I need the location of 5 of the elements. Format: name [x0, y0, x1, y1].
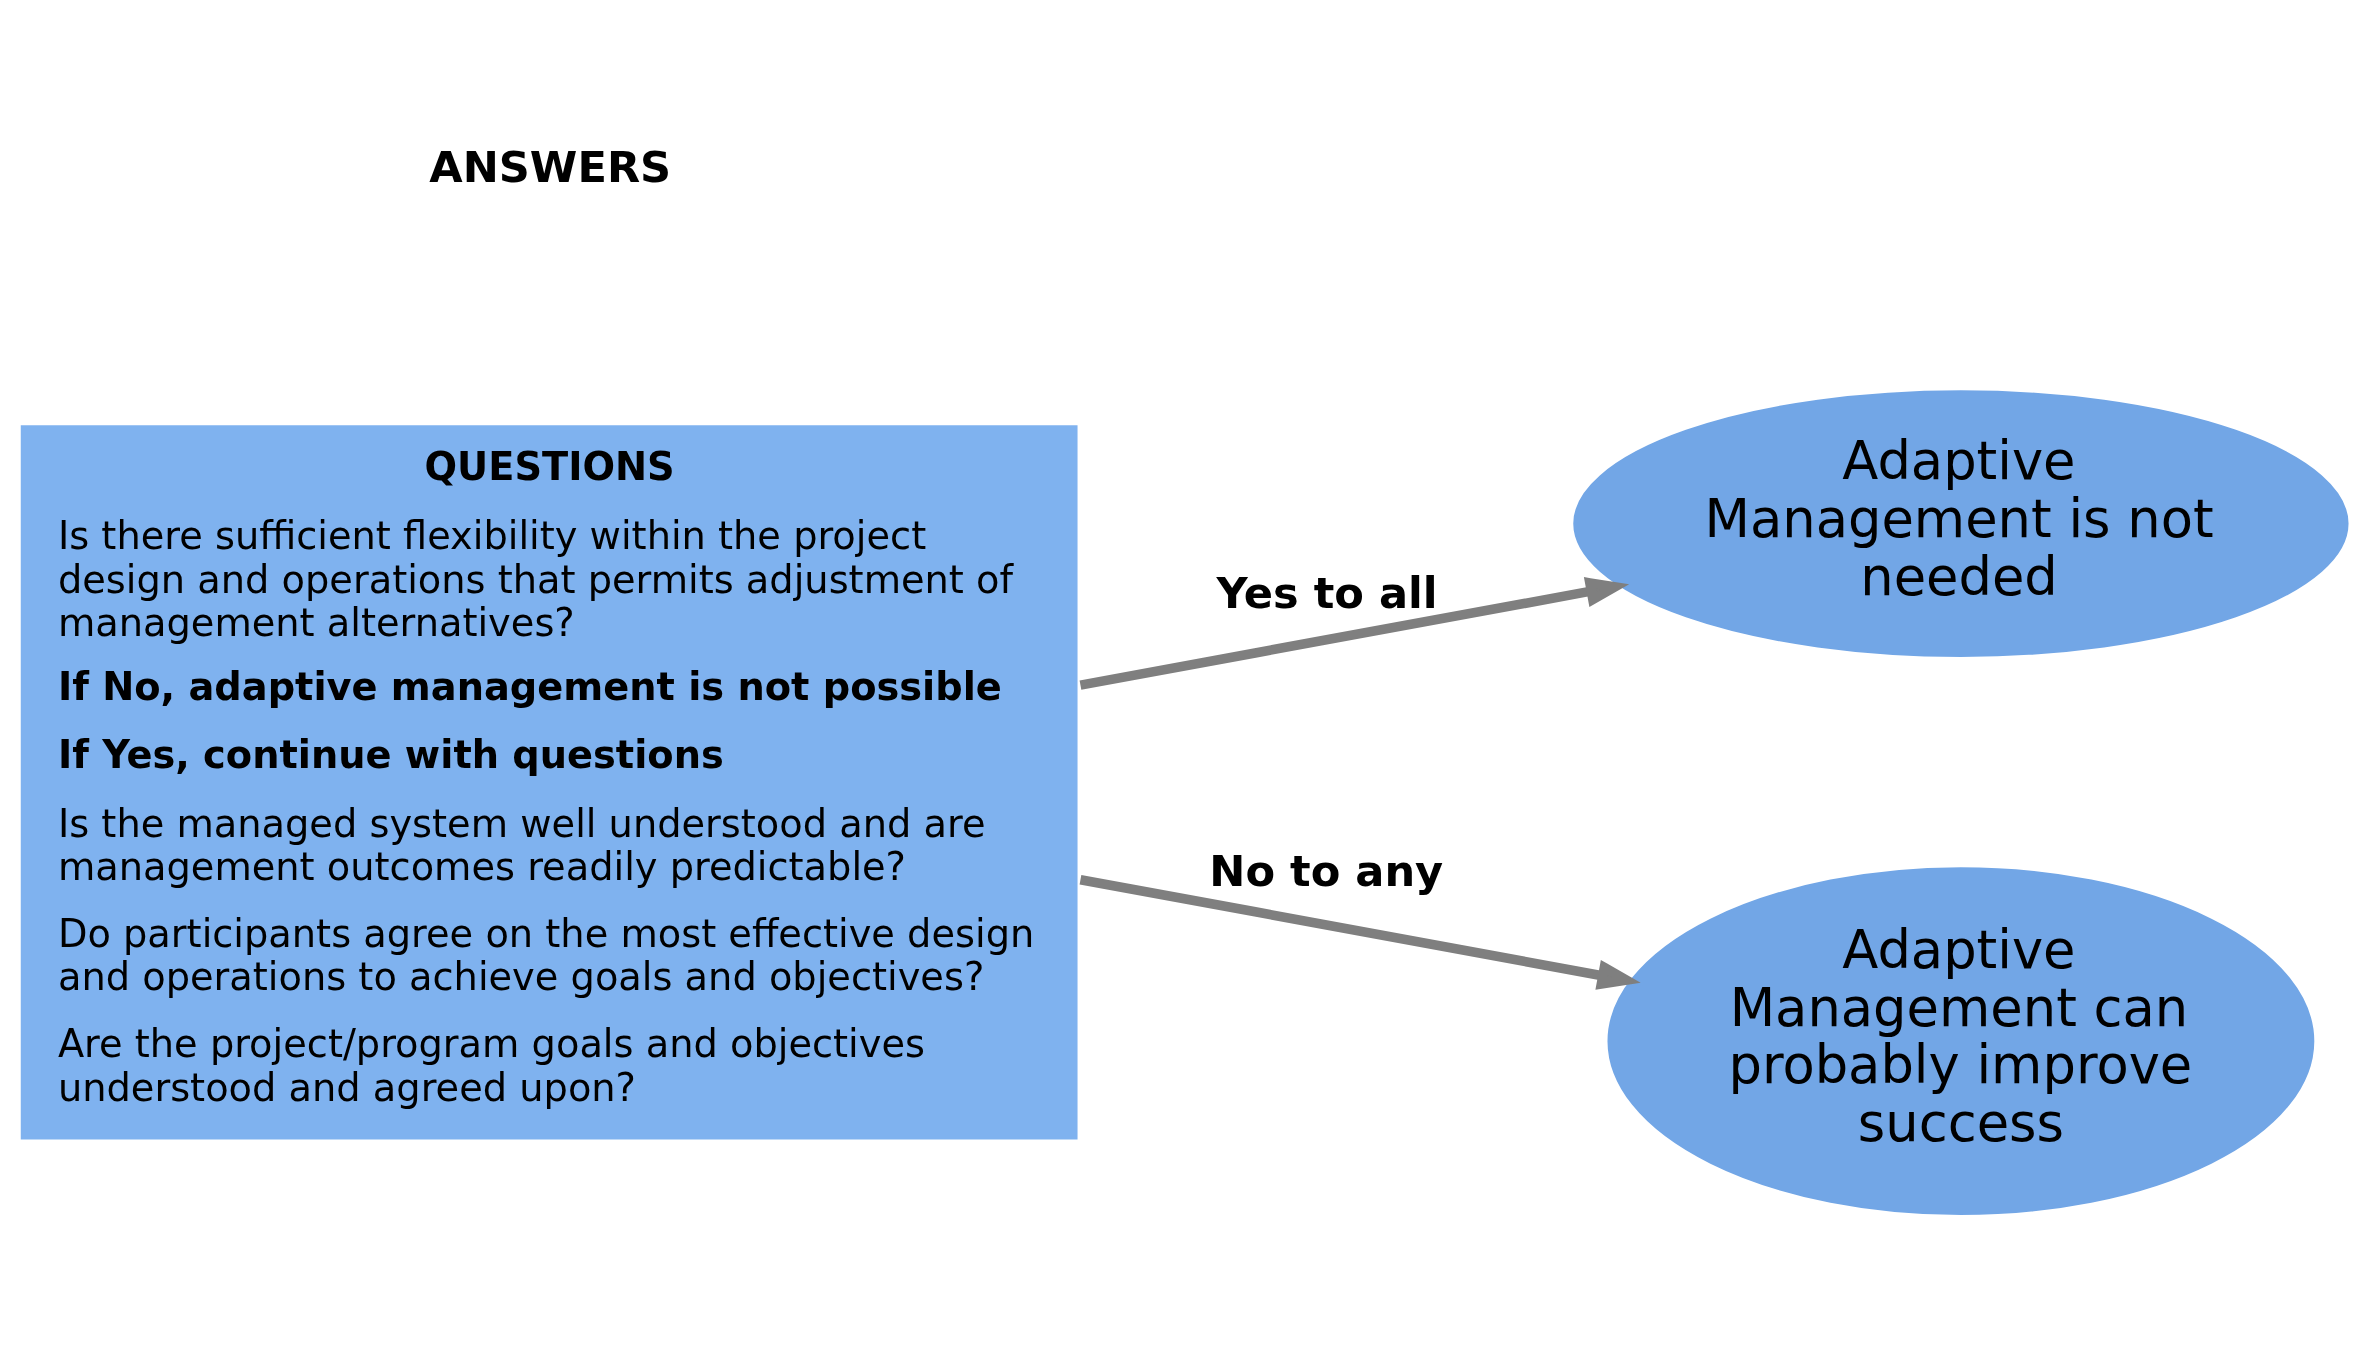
edge-label: Yes to all [1216, 567, 1438, 618]
edge-label: No to any [1209, 845, 1444, 896]
arrow [1079, 576, 1630, 690]
label: ANSWERS [429, 141, 672, 192]
arrow [1079, 874, 1641, 990]
